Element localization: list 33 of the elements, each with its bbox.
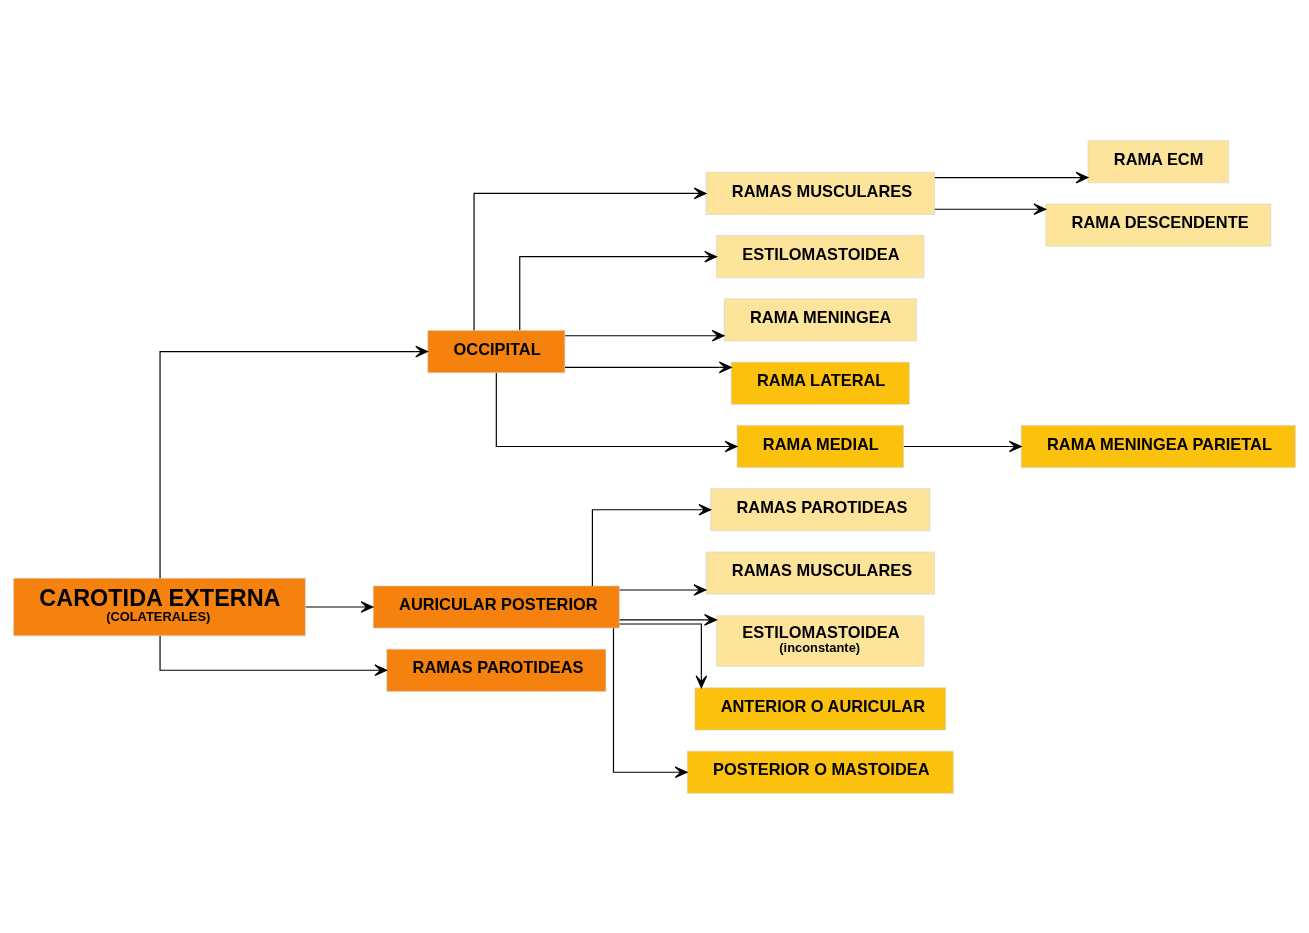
- node-box: OCCIPITAL: [427, 329, 566, 373]
- arrow: [934, 202, 1047, 215]
- node-box: ANTERIOR O AURICULAR: [694, 687, 946, 730]
- node-box: POSTERIOR O MASTOIDEA: [687, 750, 954, 794]
- node-box: RAMA ECM: [1087, 139, 1229, 183]
- node-box: ESTILOMASTOIDEA (inconstante): [716, 615, 925, 666]
- arrow: [618, 622, 708, 688]
- arrow: [564, 329, 725, 342]
- arrow: [619, 583, 707, 596]
- node-box: RAMAS MUSCULARES: [705, 171, 935, 215]
- node-box: ESTILOMASTOIDEA: [716, 234, 925, 278]
- arrow: [903, 440, 1022, 452]
- arrow: [159, 634, 388, 676]
- node-box: AURICULAR POSTERIOR: [373, 585, 620, 628]
- arrow: [159, 345, 429, 579]
- node-box: CAROTIDA EXTERNA (COLATERALES): [13, 577, 306, 636]
- node-box: RAMA LATERAL: [730, 361, 910, 405]
- arrow: [619, 613, 717, 626]
- arrow: [473, 187, 707, 331]
- arrow: [305, 600, 374, 613]
- node-box: RAMA MENINGEA PARIETAL: [1020, 424, 1296, 468]
- node-box: RAMA DESCENDENTE: [1045, 203, 1272, 246]
- node-box: RAMA MENINGEA: [723, 298, 917, 341]
- arrow: [612, 627, 688, 778]
- arrow: [934, 171, 1089, 183]
- node-box: RAMA MEDIAL: [736, 424, 904, 468]
- arrow: [495, 372, 738, 452]
- node-box: RAMAS PAROTIDEAS: [386, 648, 607, 692]
- node-box: RAMAS PAROTIDEAS: [710, 487, 931, 531]
- arrow: [519, 250, 718, 331]
- arrow: [564, 361, 732, 373]
- arrow: [591, 503, 712, 586]
- node-box: RAMAS MUSCULARES: [705, 551, 935, 594]
